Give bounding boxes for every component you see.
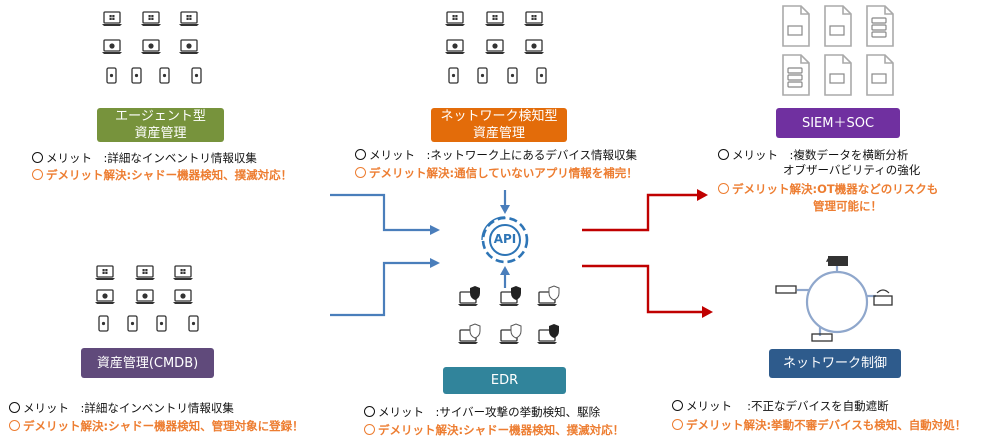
red-arrowheads xyxy=(697,189,713,318)
netctrl-merit: メリット :不正なデバイスを自動遮断 xyxy=(672,399,889,414)
circle-icon xyxy=(364,424,375,435)
network-detect-box: ネットワーク検知型 資産管理 xyxy=(431,108,567,142)
agent-demerit: デメリット解決:シャドー機器検知、撲滅対応！ xyxy=(32,168,292,183)
agent-device-group xyxy=(101,11,202,84)
network-device-group xyxy=(444,11,547,84)
circle-icon xyxy=(355,149,366,160)
siem-document-group xyxy=(782,5,894,96)
circle-icon xyxy=(355,167,366,178)
router-icon xyxy=(873,289,893,306)
siem-merit: メリット :複数データを横断分析 xyxy=(718,148,908,163)
circle-icon xyxy=(9,402,20,413)
circle-icon xyxy=(9,420,20,431)
cmdb-merit: メリット :詳細なインベントリ情報収集 xyxy=(9,401,234,416)
cmdb-box: 資産管理(CMDB) xyxy=(81,348,214,378)
siem-merit-2: オブザーバビリティの強化 xyxy=(783,163,921,177)
network-control-box: ネットワーク制御 xyxy=(769,349,901,378)
netctrl-demerit: デメリット解決:挙動不審デバイスも検知、自動対処！ xyxy=(672,418,966,433)
firewall-icon xyxy=(826,256,848,266)
switch-icon xyxy=(775,285,833,342)
agent-merit: メリット :詳細なインベントリ情報収集 xyxy=(32,151,257,166)
siem-demerit-2: 管理可能に！ xyxy=(813,199,882,213)
circle-icon xyxy=(32,169,43,180)
cmdb-device-group xyxy=(94,265,199,332)
network-hub-icon xyxy=(797,264,876,336)
agent-asset-box: エージェント型 資産管理 xyxy=(97,108,224,142)
circle-icon xyxy=(718,183,729,194)
edr-demerit: デメリット解決:シャドー機器検知、撲滅対応！ xyxy=(364,423,624,438)
network-merit: メリット :ネットワーク上にあるデバイス情報収集 xyxy=(355,148,637,163)
siem-demerit: デメリット解決:OT機器などのリスクも xyxy=(718,182,938,197)
circle-icon xyxy=(672,400,683,411)
circle-icon xyxy=(672,419,683,430)
red-arrows xyxy=(582,193,703,314)
circle-icon xyxy=(718,149,729,160)
siem-soc-box: SIEM＋SOC xyxy=(776,108,900,138)
edr-box: EDR xyxy=(443,367,566,394)
circle-icon xyxy=(32,152,43,163)
blue-arrowheads xyxy=(430,205,510,275)
api-label: API xyxy=(493,232,517,246)
edr-merit: メリット :サイバー攻撃の挙動検知、駆除 xyxy=(364,405,600,420)
edr-device-group xyxy=(457,285,560,345)
circle-icon xyxy=(364,406,375,417)
cmdb-demerit: デメリット解決:シャドー機器検知、管理対象に登録！ xyxy=(9,419,304,434)
api-gear-icon xyxy=(481,216,529,264)
network-demerit: デメリット解決:通信していないアプリ情報を補完！ xyxy=(355,166,638,181)
